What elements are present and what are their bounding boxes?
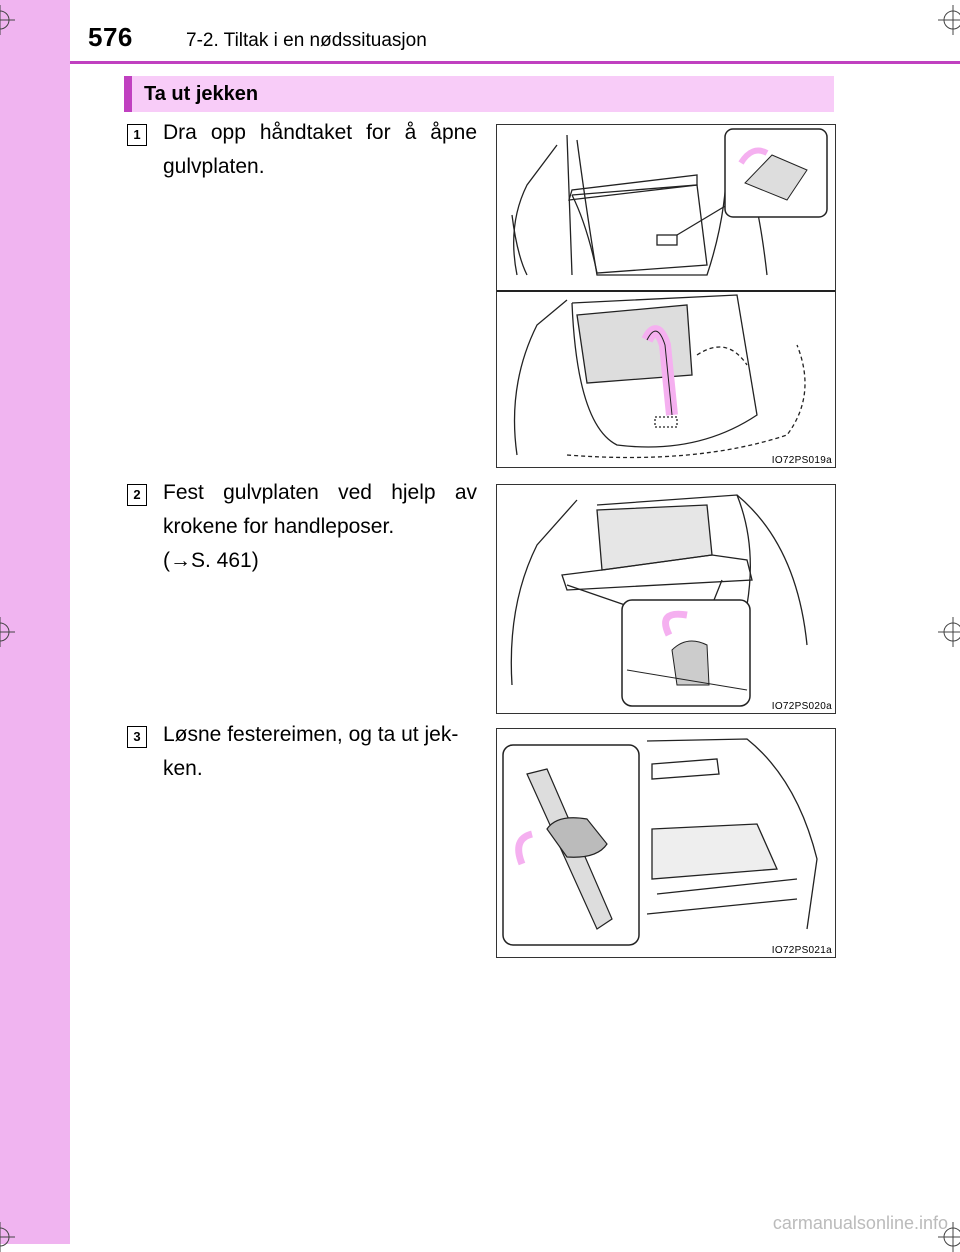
step-number-badge: 3 xyxy=(127,726,147,748)
figure-fasten-floor-board: IO72PS020a xyxy=(496,484,836,714)
registration-mark-icon xyxy=(938,5,960,35)
figure-code: IO72PS021a xyxy=(771,945,832,956)
section-title: Ta ut jekken xyxy=(124,76,834,112)
trunk-illustration xyxy=(510,494,808,707)
figure-open-floor-board: IO72PS019a xyxy=(496,124,836,468)
trunk-illustration xyxy=(497,128,835,459)
figure-code: IO72PS019a xyxy=(771,455,832,466)
step-number-badge: 1 xyxy=(127,124,147,146)
step-number-badge: 2 xyxy=(127,484,147,506)
trunk-illustration xyxy=(502,738,818,946)
registration-mark-icon xyxy=(938,617,960,647)
watermark: carmanualsonline.info xyxy=(772,1213,948,1233)
page-side-band xyxy=(0,0,70,1244)
page-number: 576 xyxy=(88,22,133,52)
running-header: 7-2. Tiltak i en nødssituasjon xyxy=(186,30,427,51)
step-instruction: Dra opp håndtaket for å åpne gulvplaten. xyxy=(163,121,477,178)
page-reference-link[interactable]: (→S. 461) xyxy=(163,549,259,572)
registration-mark-icon xyxy=(0,1222,15,1252)
step-instruction-text: Fest gulvplaten ved hjelp av krokene for… xyxy=(163,481,477,538)
step-instruction: Løsne festereimen, og ta ut jek-ken. xyxy=(163,723,459,780)
registration-mark-icon xyxy=(0,5,15,35)
figure-remove-jack: IO72PS021a xyxy=(496,728,836,958)
registration-mark-icon xyxy=(0,617,15,647)
step-instruction: Fest gulvplaten ved hjelp av krokene for… xyxy=(163,476,477,578)
figure-code: IO72PS020a xyxy=(771,701,832,712)
header-rule xyxy=(70,61,960,64)
